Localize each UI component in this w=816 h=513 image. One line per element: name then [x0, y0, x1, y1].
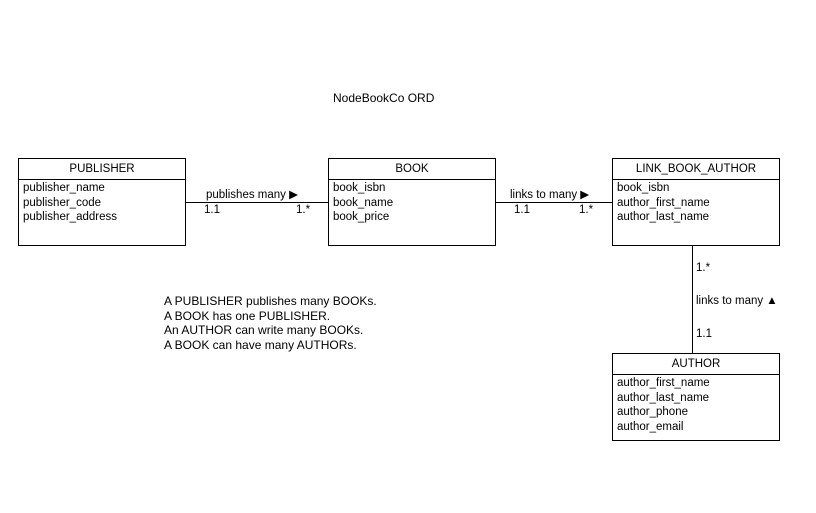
relationship-line-book-link: [496, 202, 612, 203]
relationship-label-publisher-book: publishes many ▶: [206, 189, 298, 201]
attribute: author_last_name: [617, 391, 710, 404]
relationship-line-author-link: [692, 246, 693, 353]
cardinality-publisher-side: 1.1: [204, 204, 220, 216]
entity-link-book-author-name: LINK_BOOK_AUTHOR: [613, 159, 779, 180]
entity-book: BOOK book_isbn book_name book_price: [328, 158, 496, 246]
relationship-label-author-link: links to many ▲: [696, 295, 778, 307]
entity-book-attributes: book_isbn book_name book_price: [329, 180, 495, 225]
attribute: book_name: [333, 196, 394, 209]
entity-author-name: AUTHOR: [613, 354, 779, 375]
diagram-notes: A PUBLISHER publishes many BOOKs. A BOOK…: [164, 294, 377, 352]
attribute: book_isbn: [617, 182, 670, 194]
cardinality-link-side: 1.*: [579, 204, 594, 216]
note-line: A PUBLISHER publishes many BOOKs.: [164, 294, 377, 308]
cardinality-book-side: 1.*: [296, 204, 311, 216]
entity-publisher-attributes: publisher_name publisher_code publisher_…: [19, 180, 185, 225]
relationship-label-book-link: links to many ▶: [510, 189, 590, 201]
cardinality-book-side: 1.1: [514, 204, 530, 216]
attribute: book_isbn: [333, 182, 386, 194]
entity-publisher: PUBLISHER publisher_name publisher_code …: [18, 158, 186, 246]
attribute: publisher_name: [23, 182, 105, 194]
attribute: book_price: [333, 211, 390, 223]
entity-book-name: BOOK: [329, 159, 495, 180]
diagram-title: NodeBookCo ORD: [333, 91, 435, 105]
attribute: publisher_address: [23, 211, 117, 223]
entity-link-book-author: LINK_BOOK_AUTHOR book_isbn author_first_…: [612, 158, 780, 246]
cardinality-link-side: 1.*: [696, 262, 711, 274]
entity-link-book-author-attributes: book_isbn author_first_name author_last_…: [613, 180, 779, 225]
note-line: A BOOK can have many AUTHORs.: [164, 337, 357, 352]
attribute: author_email: [617, 420, 684, 433]
cardinality-author-side: 1.1: [696, 328, 712, 340]
entity-author: AUTHOR author_first_name author_last_nam…: [612, 353, 780, 441]
attribute: publisher_code: [23, 196, 102, 209]
attribute: author_phone: [617, 406, 688, 418]
attribute: author_last_name: [617, 211, 710, 223]
attribute: author_first_name: [617, 377, 710, 389]
note-line: An AUTHOR can write many BOOKs.: [164, 323, 364, 337]
attribute: author_first_name: [617, 196, 710, 209]
entity-author-attributes: author_first_name author_last_name autho…: [613, 375, 779, 434]
relationship-line-publisher-book: [186, 202, 328, 203]
note-line: A BOOK has one PUBLISHER.: [164, 308, 331, 323]
entity-publisher-name: PUBLISHER: [19, 159, 185, 180]
